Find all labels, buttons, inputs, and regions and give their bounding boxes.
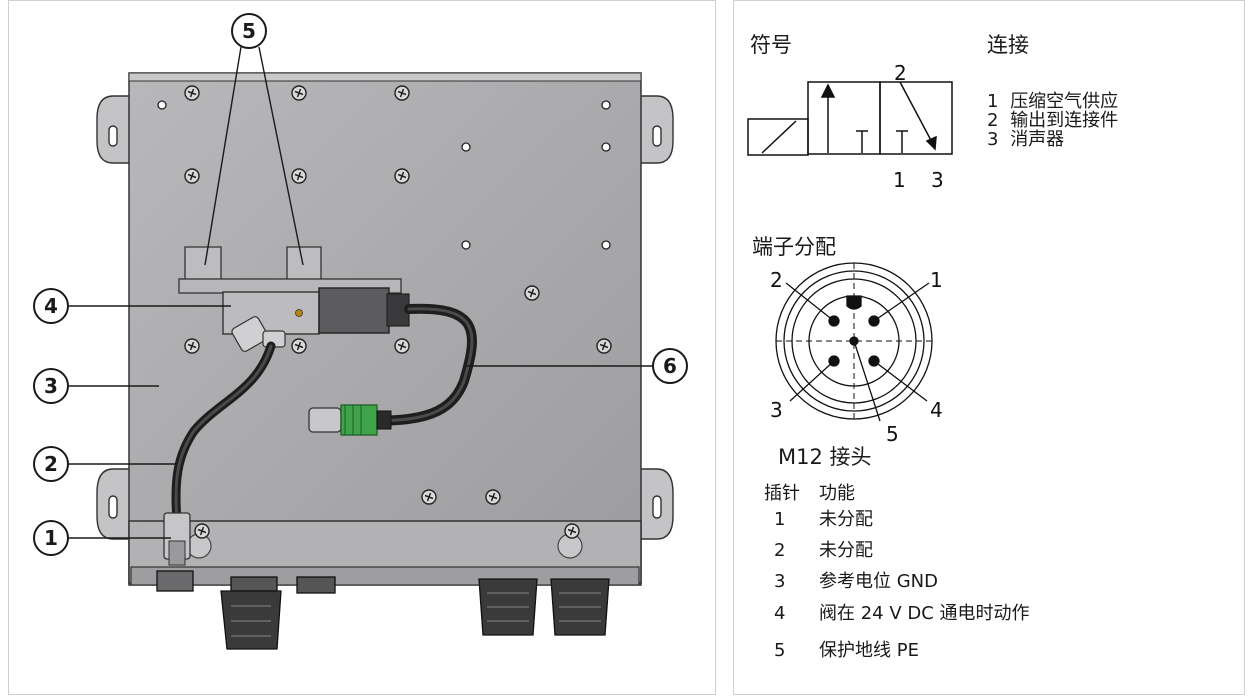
callout-6-label: 6 [663,354,677,378]
port-1-label: 1 [893,168,906,192]
connection-item-num: 2 [987,110,999,131]
pin-label-1: 1 [930,268,943,292]
pin-table-function: 未分配 [819,540,873,561]
pin-table-header-pin: 插针 [764,483,800,504]
pin-label-4: 4 [930,398,943,422]
pin-table-function: 保护地线 PE [819,640,919,661]
legend-panel: 符号 连接 2 1 3 [733,0,1245,695]
connection-item-label: 压缩空气供应 [1010,91,1119,112]
connection-item-label: 消声器 [1010,129,1065,150]
connection-item: 1 压缩空气供应 [987,93,1118,111]
connection-item-label: 输出到连接件 [1010,110,1119,131]
callout-5 [231,13,267,49]
pin-table-pin: 3 [774,571,786,592]
callout-3-label: 3 [44,374,58,398]
m12-pinout-diagram [775,262,933,422]
callout-2-label: 2 [44,452,58,476]
connection-item-num: 3 [987,129,999,150]
pin-table-pin: 4 [774,603,786,624]
pin-table-pin: 5 [774,640,786,661]
connection-item: 2 输出到连接件 [987,112,1118,130]
callout-4-label: 4 [44,294,58,318]
cable-glands [156,570,610,650]
solenoid-valve [222,287,410,352]
device-drawing: 5 4 3 2 1 6 [33,13,688,650]
pin-table-pin: 1 [774,509,786,530]
pin-table-function: 参考电位 GND [819,571,938,592]
pin-table-function: 未分配 [819,509,873,530]
device-illustration-panel: 5 4 3 2 1 6 [8,0,716,695]
connection-item-num: 1 [987,91,999,112]
connection-item: 3 消声器 [987,131,1064,149]
callout-6 [652,348,688,384]
callout-1 [33,520,69,556]
leader-lines [66,46,653,539]
connector-label: M12 接头 [778,445,872,469]
pinout-heading: 端子分配 [752,235,836,259]
callout-4 [33,288,69,324]
air-inlet-fitting [163,512,191,566]
callout-5-label: 5 [242,19,256,43]
port-2-label: 2 [894,61,907,85]
pin-label-3: 3 [770,398,783,422]
callout-1-label: 1 [44,526,58,550]
connection-heading: 连接 [987,33,1029,57]
m12-cable-connector [308,404,392,436]
callouts [33,13,688,556]
pin-table-pin: 2 [774,540,786,561]
pin-table-function: 阀在 24 V DC 通电时动作 [819,603,1030,624]
port-3-label: 3 [931,168,944,192]
valve-symbol-diagram: 2 1 3 1 2 3 4 5 [747,61,953,446]
cables [171,303,477,526]
pin-label-2: 2 [770,268,783,292]
callout-3 [33,368,69,404]
callout-2 [33,446,69,482]
pin-label-5: 5 [886,422,899,446]
symbol-heading: 符号 [750,33,792,57]
pin-table-header-function: 功能 [819,483,855,504]
